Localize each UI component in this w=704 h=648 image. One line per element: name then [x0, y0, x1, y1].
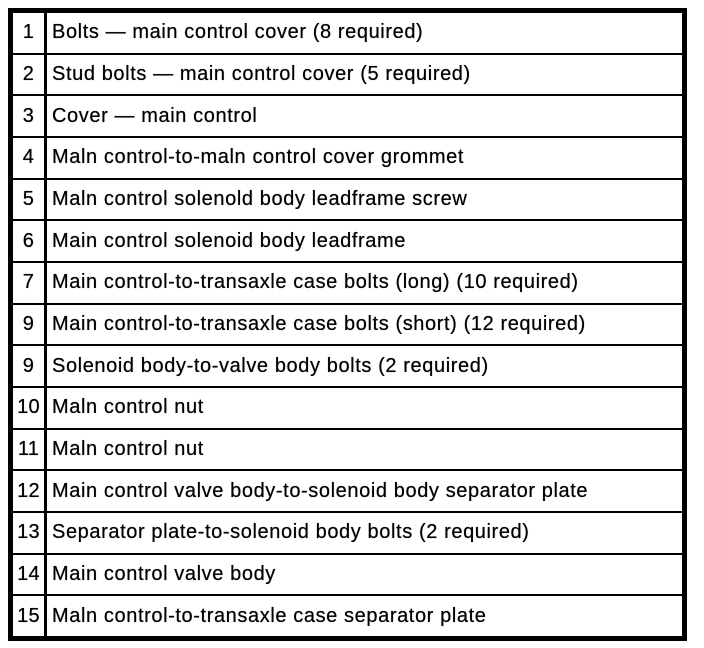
table-row: 3 Cover — main control — [13, 94, 682, 137]
row-description: Main control solenoid body leadframe — [52, 229, 407, 252]
row-description: Maln control-to-maln control cover gromm… — [52, 146, 464, 169]
row-number: 14 — [13, 554, 47, 595]
row-number: 3 — [13, 96, 47, 137]
table-row: 4 Maln control-to-maln control cover gro… — [13, 136, 682, 178]
row-number: 12 — [13, 471, 47, 512]
table-row: 7 Main control-to-transaxle case bolts (… — [13, 261, 682, 303]
row-description: Main control valve body — [52, 563, 276, 586]
row-description: Maln control nut — [52, 438, 204, 461]
row-description: Main control-to-transaxle case bolts (sh… — [52, 313, 586, 336]
row-number: 2 — [13, 54, 47, 95]
row-number: 9 — [13, 346, 47, 387]
row-number: 13 — [13, 513, 47, 553]
row-number: 4 — [13, 138, 47, 178]
row-description: Maln control solenold body leadframe scr… — [52, 188, 468, 211]
row-description: Maln control nut — [52, 396, 204, 419]
table-row: 9 Main control-to-transaxle case bolts (… — [13, 302, 682, 345]
table-row: 2 Stud bolts — main control cover (5 req… — [13, 52, 682, 95]
table-row: 12 Main control valve body-to-solenoid b… — [13, 469, 682, 512]
row-number: 7 — [13, 263, 47, 303]
table-row: 13 Separator plate-to-solenoid body bolt… — [13, 511, 682, 553]
row-number: 6 — [13, 221, 47, 262]
row-number: 15 — [13, 596, 47, 637]
table-row: 15 Maln control-to-transaxle case separa… — [13, 594, 682, 637]
row-description: Stud bolts — main control cover (5 requi… — [52, 63, 471, 85]
table-row: 9 Solenoid body-to-valve body bolts (2 r… — [13, 344, 682, 387]
parts-table: 1 Bolts — main control cover (8 required… — [8, 8, 687, 641]
table-row: 10 Maln control nut — [13, 386, 682, 428]
table-row: 6 Main control solenoid body leadframe — [13, 219, 682, 262]
row-number: 10 — [13, 388, 47, 428]
table-row: 14 Main control valve body — [13, 552, 682, 595]
row-description: Main control-to-transaxle case bolts (lo… — [52, 271, 579, 294]
table-row: 1 Bolts — main control cover (8 required… — [13, 13, 682, 53]
row-description: Solenoid body-to-valve body bolts (2 req… — [52, 354, 489, 377]
table-row: 11 Maln control nut — [13, 427, 682, 470]
row-description: Main control valve body-to-solenoid body… — [52, 479, 589, 502]
row-number: 1 — [13, 13, 47, 53]
row-description: Maln control-to-transaxle case separator… — [52, 604, 487, 627]
row-number: 5 — [13, 179, 47, 220]
row-number: 11 — [13, 429, 47, 470]
row-description: Cover — main control — [52, 104, 258, 127]
table-row: 5 Maln control solenold body leadframe s… — [13, 177, 682, 220]
row-number: 9 — [13, 304, 47, 345]
row-description: Separator plate-to-solenoid body bolts (… — [52, 521, 530, 544]
row-description: Bolts — main control cover (8 required) — [52, 21, 424, 44]
